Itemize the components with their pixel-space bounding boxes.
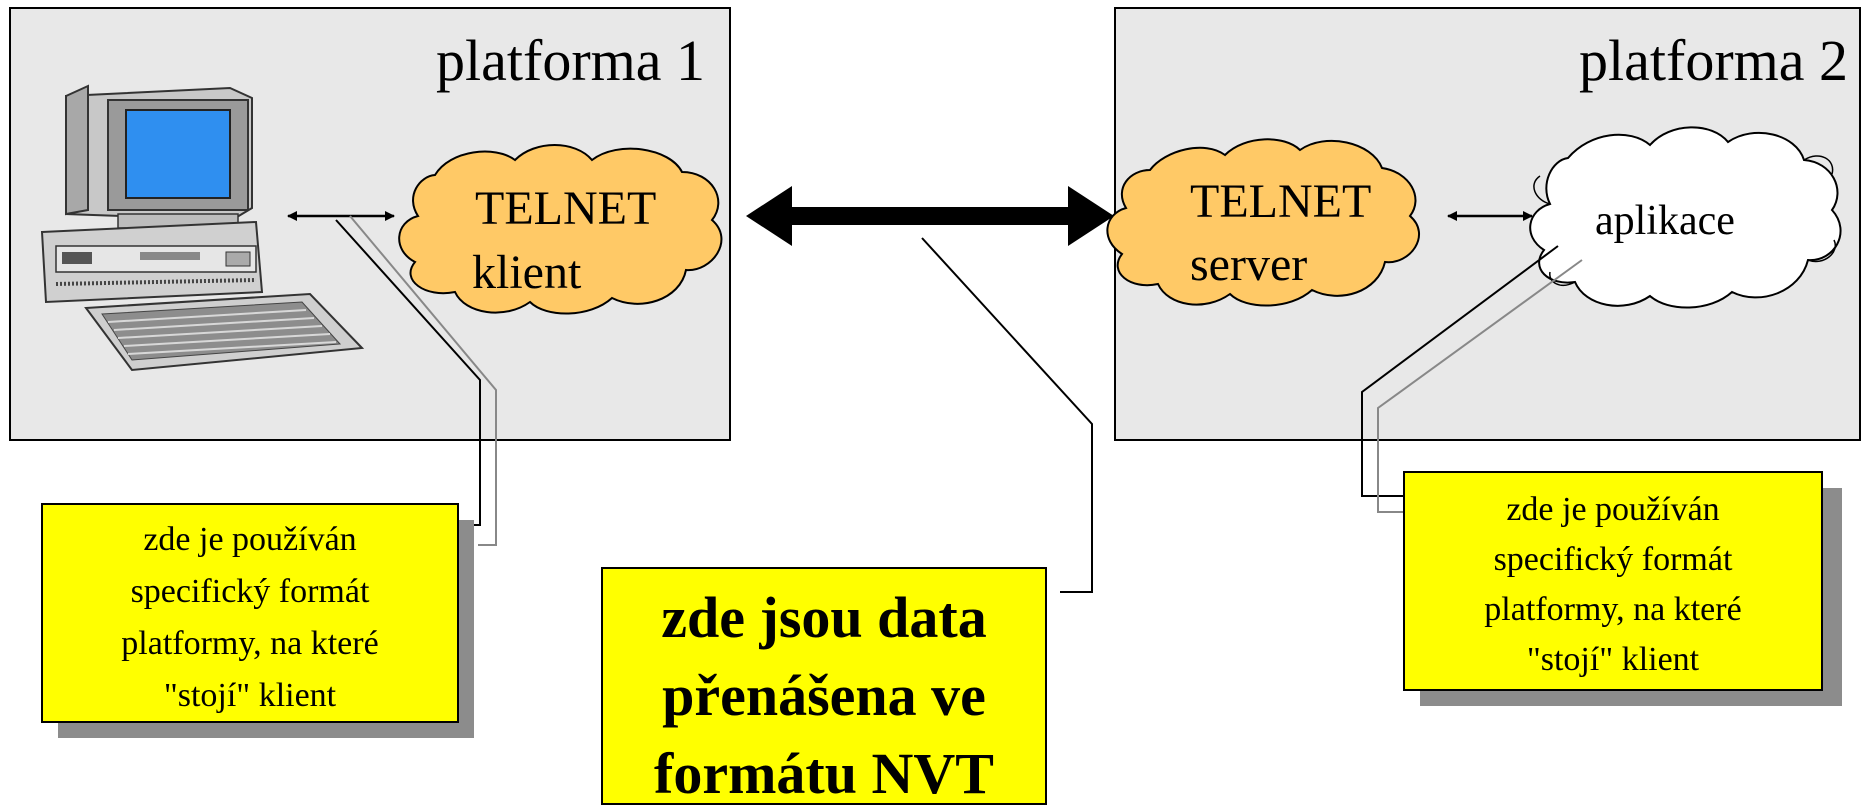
client-label-line1: TELNET: [475, 182, 656, 235]
note-right-line3: platformy, na které: [1484, 591, 1741, 628]
platform-2-title: platforma 2: [1579, 28, 1848, 93]
nvt-transfer-arrow: [746, 186, 1114, 246]
telnet-client-cloud: TELNET klient: [398, 144, 723, 315]
note-center: zde jsou data přenášena ve formátu NVT: [601, 567, 1047, 806]
note-right-line1: zde je používán: [1506, 491, 1719, 528]
platform-1-title: platforma 1: [436, 28, 705, 93]
note-right: zde je používán specifický formát platfo…: [1403, 471, 1842, 706]
note-center-line2: přenášena ve: [662, 663, 986, 728]
telnet-server-cloud: TELNET server: [1106, 138, 1421, 307]
client-label-line2: klient: [472, 246, 582, 299]
note-right-line4: "stojí" klient: [1527, 641, 1700, 678]
application-cloud: aplikace: [1529, 126, 1842, 309]
note-center-line1: zde jsou data: [661, 585, 986, 650]
note-left-line4: "stojí" klient: [164, 677, 337, 714]
note-right-line2: specifický formát: [1494, 541, 1733, 578]
computer-icon: [40, 84, 365, 372]
note-center-line3: formátu NVT: [654, 741, 994, 806]
note-left: zde je používán specifický formát platfo…: [41, 503, 474, 738]
note-left-line2: specifický formát: [131, 573, 370, 610]
server-label-line1: TELNET: [1190, 175, 1371, 228]
note-left-line1: zde je používán: [143, 521, 356, 558]
server-label-line2: server: [1190, 238, 1307, 291]
application-label: aplikace: [1595, 198, 1735, 244]
note-left-line3: platformy, na které: [121, 625, 378, 662]
